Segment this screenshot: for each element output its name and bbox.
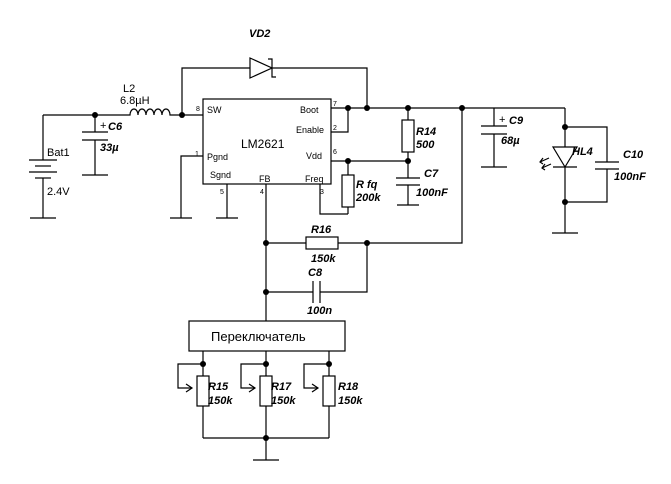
pin-number-sw: 8 (196, 106, 200, 113)
pin-number-enable: 2 (333, 125, 337, 132)
bat1-value: 2.4V (47, 186, 70, 198)
r16-ref: R16 (311, 224, 332, 236)
feedback-return-wire (367, 108, 463, 244)
selector-switch: Переключатель (188, 320, 346, 376)
c8-value: 100n (307, 305, 332, 317)
pgnd-wire (180, 155, 203, 218)
pin-sw: SW (207, 105, 222, 115)
junction (200, 361, 206, 367)
pin-number-sgnd: 5 (220, 189, 224, 196)
diode-vd2: VD2 (181, 28, 368, 115)
rfq-ref: R fq (356, 179, 378, 191)
c6-value: 33µ (100, 142, 119, 154)
r14-value: 500 (416, 139, 435, 151)
c9-value: 68µ (501, 135, 520, 147)
junction (364, 105, 370, 111)
r17-value: 150k (271, 395, 296, 407)
potentiometer-r15: R15 150k (177, 363, 233, 438)
capacitor-c9: + C9 68µ (481, 108, 524, 168)
junction (459, 105, 465, 111)
r14-ref: R14 (416, 126, 436, 138)
pin-enable: Enable (296, 125, 324, 135)
rfq-value: 200k (355, 192, 381, 204)
resistor-r14: R14 500 (401, 108, 436, 178)
led-hl4: HL4 (539, 108, 593, 234)
capacitor-c10: C10 100nF (565, 126, 646, 203)
l2-ref: L2 (123, 83, 135, 95)
pot-common-wire (203, 437, 329, 460)
junction (263, 289, 269, 295)
junction (405, 105, 411, 111)
r16-value: 150k (311, 253, 336, 265)
enable-wire (331, 108, 349, 133)
inductor-l2: L2 6.8µH (95, 83, 203, 116)
c9-ref: C9 (509, 115, 524, 127)
c6-ref: C6 (108, 121, 123, 133)
bat1-ref: Bat1 (47, 147, 70, 159)
capacitor-c8: C8 100n (266, 243, 368, 317)
capacitor-c7: C7 100nF (396, 168, 448, 206)
pin-boot: Boot (300, 105, 319, 115)
junction (345, 158, 351, 164)
freq-wire (319, 184, 348, 215)
c10-value: 100nF (614, 171, 646, 183)
pin-number-freq: 3 (320, 189, 324, 196)
r18-value: 150k (338, 395, 363, 407)
potentiometer-r17: R17 150k (240, 363, 296, 438)
junction (345, 105, 351, 111)
pin-vdd: Vdd (306, 151, 322, 161)
c7-value: 100nF (416, 187, 448, 199)
r15-ref: R15 (208, 381, 229, 393)
pin-number-fb: 4 (260, 189, 264, 196)
pin-number-pgnd: 1 (195, 151, 199, 158)
resistor-r16: R16 150k (266, 224, 367, 265)
potentiometer-r18: R18 150k (303, 363, 363, 438)
r17-ref: R17 (271, 381, 292, 393)
pin-number-vdd: 6 (333, 149, 337, 156)
c7-ref: C7 (424, 168, 439, 180)
pin-number-boot: 7 (333, 101, 337, 108)
c8-ref: C8 (308, 267, 323, 279)
junction (263, 361, 269, 367)
switch-label: Переключатель (211, 329, 306, 344)
c9-plus: + (499, 114, 505, 126)
junction (263, 435, 269, 441)
junction (405, 158, 411, 164)
l2-value: 6.8µH (120, 95, 150, 107)
junction (326, 361, 332, 367)
capacitor-c6: + C6 33µ (82, 115, 123, 176)
resistor-rfq: R fq 200k (341, 161, 381, 214)
pin-fb: FB (259, 174, 271, 184)
hl4-ref: HL4 (572, 146, 593, 158)
c10-ref: C10 (623, 149, 644, 161)
ic-name: LM2621 (241, 137, 285, 151)
ic-lm2621: LM2621 SW Boot Enable Vdd Pgnd Sgnd FB F… (195, 98, 337, 196)
r15-value: 150k (208, 395, 233, 407)
r18-ref: R18 (338, 381, 359, 393)
pin-pgnd: Pgnd (207, 152, 228, 162)
pin-sgnd: Sgnd (210, 170, 231, 180)
vd2-ref: VD2 (249, 28, 270, 40)
junction (263, 240, 269, 246)
pin-freq: Freq (305, 174, 324, 184)
battery-bat1: Bat1 2.4V (29, 114, 95, 219)
c6-plus: + (100, 120, 106, 132)
